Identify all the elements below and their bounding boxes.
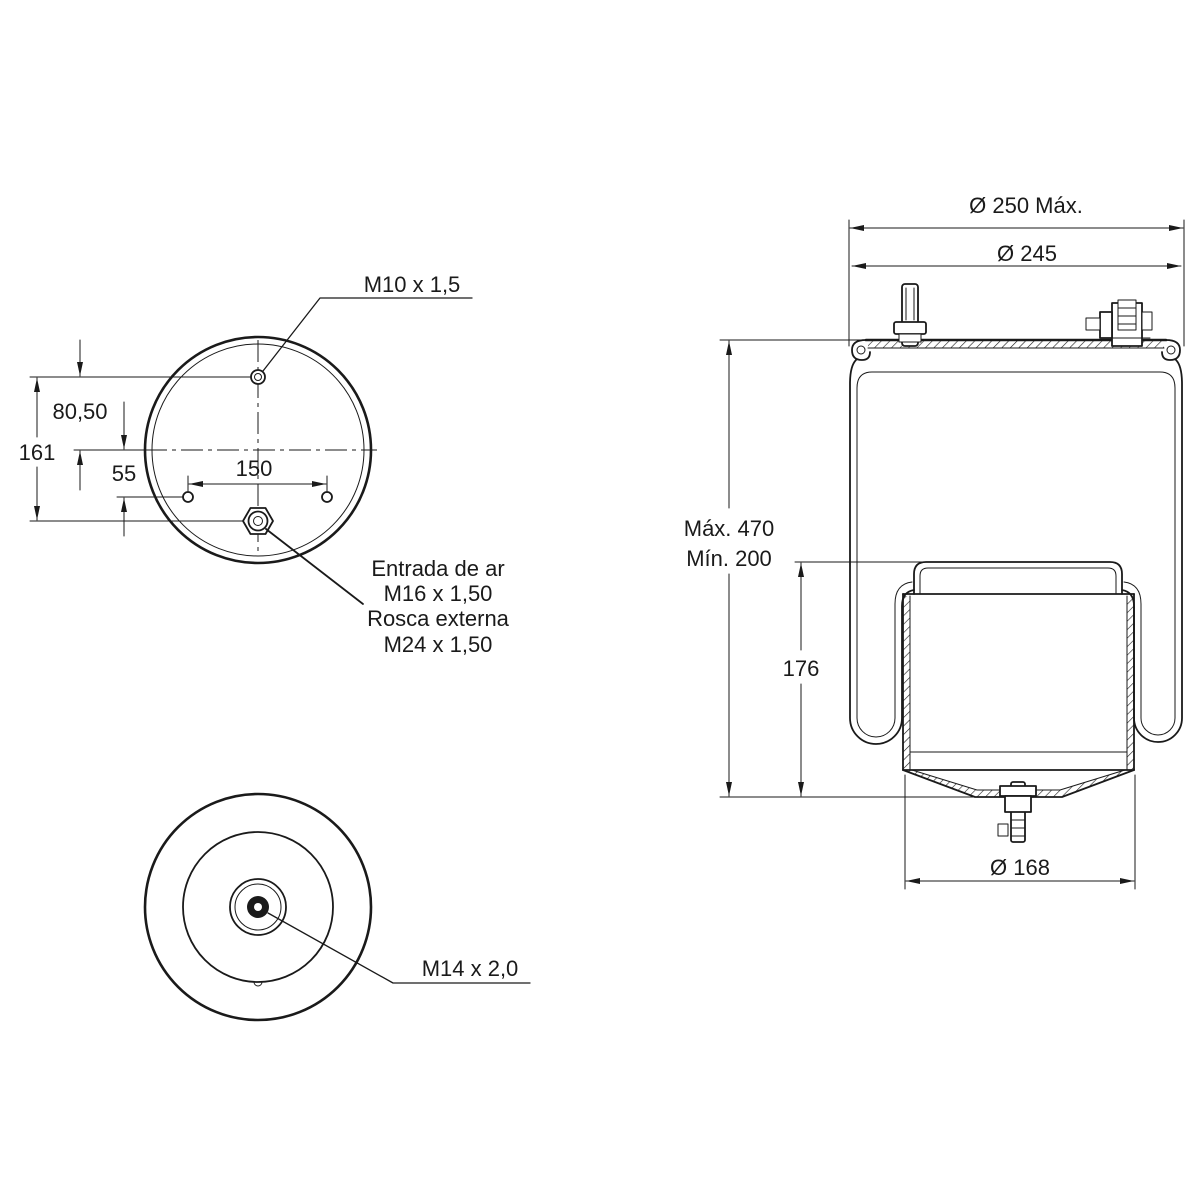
stud-hole-outer [250, 369, 266, 385]
piston-base-circle [182, 831, 334, 983]
stud-hole-inner [254, 373, 262, 381]
height-min-label: Mín. 200 [686, 546, 772, 571]
height-max-label: Máx. 470 [684, 516, 775, 541]
mounting-hole-right [321, 491, 333, 503]
crimp-right-bead [1166, 345, 1176, 355]
piston-left-wall-hatch [903, 596, 910, 770]
dim-161-label: 161 [19, 440, 56, 465]
inlet-bore [253, 516, 263, 526]
bellows-right-inner-wall [1123, 371, 1176, 736]
bottom-stud [997, 781, 1037, 843]
top-plate-hatch [868, 340, 1164, 348]
inlet-label-line-3: Rosca externa [367, 606, 510, 631]
inlet-label-line-4: M24 x 1,50 [384, 632, 493, 657]
bottom-outer-circle [143, 792, 373, 1022]
piston-base-notch [253, 981, 263, 987]
piston-diameter-label: Ø 168 [990, 855, 1050, 880]
air-inlet-fitting-side [1085, 299, 1153, 347]
side-view: Ø 250 Máx. Ø 245 Máx. 470 Mín. 200 176 Ø… [684, 193, 1185, 890]
top-view: M10 x 1,5 Entrada de ar M16 x 1,50 Rosca… [19, 272, 510, 657]
inlet-outer-ring [247, 510, 269, 532]
dim-55-label: 55 [112, 461, 136, 486]
piston-cone-hatch [903, 770, 1134, 797]
piston-right-wall-hatch [1127, 596, 1134, 770]
fitting-right-cap [1141, 311, 1153, 331]
bottom-stud-nut [1004, 795, 1032, 813]
hub-inner-ring [234, 883, 282, 931]
piston-height-label: 176 [783, 656, 820, 681]
top-stud [893, 283, 927, 347]
inlet-label-line-1: Entrada de ar [371, 556, 504, 581]
dim-250-label: Ø 250 Máx. [969, 193, 1083, 218]
m14-stud-core [254, 903, 262, 911]
m10-leader-line [262, 297, 473, 372]
fitting-left-nut [1099, 311, 1113, 339]
bottom-stud-washer [999, 785, 1037, 797]
mounting-hole-left [182, 491, 194, 503]
m10-stud-hole [250, 369, 266, 385]
m14-thread-label: M14 x 2,0 [422, 956, 519, 981]
fitting-neck [1117, 299, 1137, 331]
dim-245-label: Ø 245 [997, 241, 1057, 266]
inlet-label-line-2: M16 x 1,50 [384, 581, 493, 606]
dim-80-50-label: 80,50 [52, 399, 107, 424]
dim-150-label: 150 [236, 456, 273, 481]
bottom-view: M14 x 2,0 [143, 792, 531, 1022]
m10-thread-label: M10 x 1,5 [364, 272, 461, 297]
crimp-right [1161, 339, 1181, 361]
air-inlet-fitting [242, 507, 274, 535]
bump-stop-cap-inner [919, 567, 1117, 595]
fitting-left-cap [1085, 317, 1101, 331]
bellows-left-inner-wall [856, 371, 913, 738]
stud-nut [893, 321, 927, 335]
inlet-leader-line [265, 528, 364, 605]
m14-leader-line [267, 912, 531, 984]
crimp-left-bead [856, 345, 866, 355]
bottom-stud-side-block [997, 823, 1009, 837]
bump-stop-cap-outer [913, 561, 1123, 595]
crimp-left [851, 339, 871, 361]
stud-washer [898, 333, 922, 343]
hub-outer-ring [229, 878, 287, 936]
